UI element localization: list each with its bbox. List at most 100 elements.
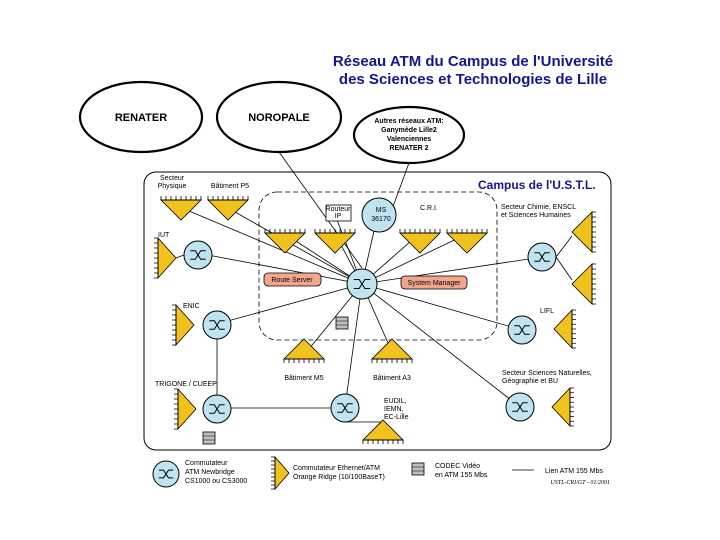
enic-label: ENIC [183,303,200,310]
legend-codec-icon-stripes [412,466,424,472]
eth-chimie-1-ports [592,211,596,253]
secteur-chimie-label-line-1: Secteur Chimie, ENSCL [501,204,576,211]
switch-enic [202,310,232,340]
link-hub-p5 [227,207,363,285]
codec-central [335,316,349,330]
eth-sn [551,386,574,428]
link-hub-lifl [361,283,523,331]
eth-batiment-a3 [371,338,413,363]
eth-batiment-m5 [283,338,325,363]
eth-central-3 [399,229,441,254]
eth-central-1 [264,229,306,254]
eth-batiment-m5-body [283,338,325,360]
eth-enic-body [175,303,195,347]
eth-central-2-ports [314,229,356,233]
legend-codec-icon [411,462,425,476]
autres-reseaux-label-line-1: Autres réseaux ATM: [374,118,443,125]
routeur-ip-label-line-2: IP [335,213,342,220]
eth-lifl [553,308,576,350]
legend-link-label: Lien ATM 155 Mbs [545,468,603,475]
eth-trigone [174,387,197,431]
codec-trigone-body [202,431,216,445]
switch-chimie-path-b [534,252,550,262]
secteur-physique-label-line-1: Secteur [160,175,185,182]
eth-chimie-1 [571,211,596,253]
autres-reseaux-label-line-4: RENATER 2 [389,145,428,152]
eth-central-1-ports [264,229,306,233]
switch-sn-path-b [512,402,528,412]
autres-reseaux-label-line-3: Valenciennes [387,136,431,143]
eudil-label-line-2: IEMN, [384,406,404,413]
switch-trigone-path-b [209,404,225,414]
link-chimie-eth1 [555,235,573,258]
eth-chimie-2-body [571,263,593,305]
link-hub-eth4 [361,233,468,285]
eth-batiment-p5 [207,196,249,221]
routeur-ip-label-line-1: Routeur [326,206,352,213]
eth-secteur-physique-body [160,199,202,221]
eudil-label-line-1: EUDIL, [384,398,407,405]
eth-chimie-1-body [571,211,593,253]
eudil-label-line-3: EC-Lille [384,414,409,421]
eth-trigone-body [177,387,197,431]
legend-ethernet-icon-body [274,455,290,491]
legend-switch-label-line-2: ATM Newbridge [185,469,235,476]
eth-batiment-a3-ports [371,359,413,363]
lifl-label: LIFL [540,308,554,315]
link-chimie-eth2 [555,256,573,281]
route-server-label: Route Server [271,277,313,284]
legend-switch-icon-path-b [158,469,174,479]
switch-iut-path-b [190,250,206,260]
autres-reseaux-label-line-2: Ganymède Lille2 [381,127,437,134]
eth-secteur-physique-ports [160,196,202,200]
legend-ethernet-label-line-1: Commutateur Ethernet/ATM [293,465,380,472]
eth-lifl-ports [572,309,576,349]
eth-lifl-body [553,308,573,350]
link-hub-chimie [361,256,543,285]
renater-label: RENATER [115,112,167,124]
eth-batiment-p5-body [207,199,249,221]
routeur-ip-box [325,204,352,222]
ms-36170-label-line-1: MS [376,207,387,214]
eth-eudil-ports [362,440,404,444]
system-manager-label: System Manager [408,280,462,287]
switch-lifl-path-b [514,325,530,335]
switch-eudil [330,393,360,423]
link-hub-eudil [344,283,363,408]
noropale-cloud [215,80,343,154]
legend-switch-label-line-3: CS1000 ou CS3000 [185,478,247,485]
eth-batiment-m5-ports [283,359,325,363]
codec-trigone-stripes [203,435,215,441]
campus-label: Campus de l'U.S.T.L. [478,178,596,192]
eth-enic-ports [172,304,176,346]
route-server-box [263,272,322,287]
switch-iut [183,240,213,270]
eth-central-4-body [446,232,488,254]
batiment-p5-label: Bâtiment P5 [211,183,249,190]
link-noropale-hub [278,151,363,269]
central-dashed-zone [258,191,498,341]
eth-central-3-ports [399,229,441,233]
noropale-label: NOROPALE [248,112,310,124]
switch-hub [346,268,378,300]
secteur-chimie-label-line-2: et Sciences Humaines [501,212,571,219]
batiment-m5-label: Bâtiment M5 [284,375,323,382]
eth-iut [154,236,177,280]
eth-sn-ports [570,387,574,427]
network-nodes [78,80,612,491]
codec-trigone [202,431,216,445]
eth-chimie-2 [571,263,596,305]
eth-chimie-2-ports [592,263,596,305]
batiment-a3-label: Bâtiment A3 [373,375,411,382]
switch-eudil-path-b [337,403,353,413]
legend-switch-icon [152,460,180,488]
eth-batiment-a3-body [371,338,413,360]
secteur-physique-label-line-2: Physique [158,183,187,190]
secteur-sn-label-line-1: Secteur Sciences Naturelles, [502,370,592,377]
campus-frame [143,171,612,451]
legend-switch-label-line-1: Commutateur [185,460,228,467]
trigone-label: TRIGONE / CUEEP [155,381,217,388]
eth-eudil [362,419,404,444]
iut-label: IUT [158,232,170,239]
